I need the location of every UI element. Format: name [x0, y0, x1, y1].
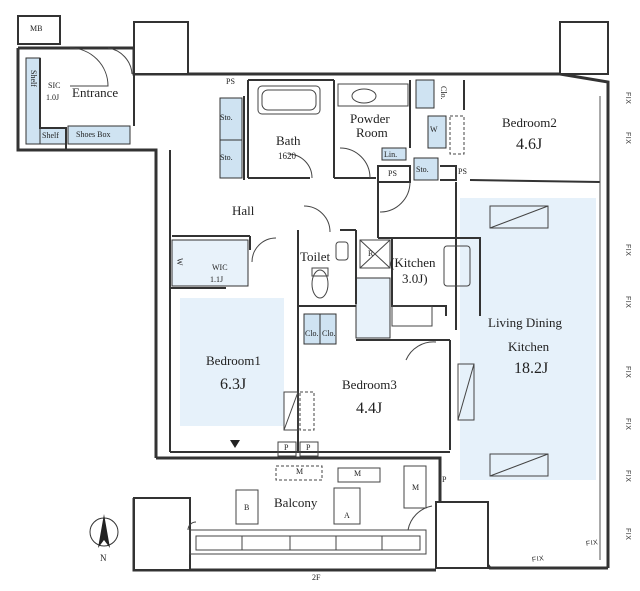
wall-ps-box-2: [440, 165, 457, 181]
mb-box: [17, 15, 61, 45]
kitchen-counter-fill: [355, 277, 391, 339]
fix-label: FIX: [624, 418, 631, 431]
kitchen-label: (Kitchen: [390, 255, 436, 270]
wic-area-label: 1.1J: [210, 275, 224, 284]
bedroom3-area-label: 4.4J: [356, 400, 383, 417]
fridge: [359, 239, 391, 269]
m2-label: M: [354, 469, 362, 478]
r-mark-label: R: [368, 249, 374, 258]
column-top-left: [133, 21, 189, 75]
m3-label: M: [412, 483, 420, 492]
bedroom3-label: Bedroom3: [342, 377, 397, 392]
lin-label: Lin.: [384, 150, 398, 159]
shoes-box-label: Shoes Box: [76, 130, 111, 139]
washbasin: [337, 83, 409, 107]
w-fill: [427, 115, 447, 149]
kitchen-sink: [443, 245, 471, 287]
wall-top-left: [18, 46, 470, 76]
w-mark-label: W: [430, 125, 438, 134]
clo-top-fill: [415, 79, 435, 109]
p3-label: P: [442, 475, 447, 484]
shelf-left-label: Shelf: [28, 70, 38, 87]
fix-label: FIX: [624, 470, 631, 483]
balcony-label: Balcony: [274, 495, 318, 510]
bathtub: [257, 85, 321, 115]
entrance-label: Entrance: [72, 85, 119, 100]
fix-label: FIX: [624, 92, 631, 105]
living-side-window: [457, 363, 475, 421]
sto-2-fill: [219, 139, 243, 179]
bedroom1-fill: [180, 298, 284, 426]
ps-top-label: PS: [226, 77, 235, 86]
wall-sic: [39, 58, 67, 150]
entrance-marker: [230, 440, 240, 448]
sto-1-label: Sto.: [220, 113, 233, 122]
wic-fill: [171, 239, 249, 287]
column-bottom-left: [133, 497, 191, 571]
kitchen-area-label: 3.0J): [402, 271, 428, 286]
column-top-right: [559, 21, 609, 75]
living-label-2: Kitchen: [508, 339, 550, 354]
fix-label: FIX: [624, 528, 631, 541]
bath-size-label: 1620: [278, 151, 296, 161]
b-mark-label: B: [244, 503, 250, 512]
wic-label: WIC: [212, 263, 228, 272]
p2-label: P: [306, 443, 311, 452]
clo-2-fill: [319, 313, 337, 345]
powder-room-label-2: Room: [356, 125, 388, 140]
wall-entrance: [16, 48, 158, 458]
m1-label: M: [296, 467, 304, 476]
bedroom1-label: Bedroom1: [206, 353, 261, 368]
twof-label: 2F: [312, 573, 321, 582]
bath-label: Bath: [276, 133, 301, 148]
sto-3-fill: [413, 157, 439, 181]
living-area-label: 18.2J: [514, 360, 549, 377]
sic-label: SIC: [48, 81, 61, 90]
living-room-fill: [460, 198, 596, 480]
column-bottom-right: [435, 501, 489, 569]
mb-label: MB: [30, 24, 43, 33]
clo-top-label: Clo.: [438, 86, 448, 100]
ps-mid-1-label: PS: [388, 169, 397, 178]
wall-kitchen-top: [378, 237, 481, 316]
fix-label: FIX: [624, 296, 631, 309]
living-window-bottom: [489, 453, 549, 477]
toilet-bowl: [311, 269, 329, 299]
hall-label: Hall: [232, 203, 255, 218]
sto-2-label: Sto.: [220, 153, 233, 162]
north-arrow: [89, 514, 119, 548]
stove: [391, 305, 433, 327]
living-label-1: Living Dining: [488, 315, 563, 330]
wall-bedroom2-bottom: [469, 179, 601, 183]
bedroom2-label: Bedroom2: [502, 115, 557, 130]
clo-2-label: Clo.: [322, 329, 336, 338]
shoes-box-fill: [67, 125, 131, 145]
sic-area-label: 1.0J: [46, 93, 60, 102]
fix-label: FIX: [624, 244, 631, 257]
bedroom2-area-label: 4.6J: [516, 136, 543, 153]
lin-fill: [381, 147, 407, 161]
shelf-small-label: Shelf: [42, 131, 59, 140]
fix-label: FIX: [624, 366, 631, 379]
p1-label: P: [284, 443, 289, 452]
wall-balcony: [156, 456, 442, 502]
bedroom1-area-label: 6.3J: [220, 376, 247, 393]
w-mark-2-label: W: [174, 258, 184, 266]
a-mark-label: A: [344, 511, 350, 520]
balcony-railing: [189, 529, 427, 555]
toilet-label: Toilet: [300, 249, 331, 264]
clo-1-label: Clo.: [305, 329, 319, 338]
fix-label: FIX: [624, 132, 631, 145]
sto-3-label: Sto.: [416, 165, 429, 174]
ps-mid-2-label: PS: [458, 167, 467, 176]
wall-top-right: [470, 72, 610, 568]
north-label: N: [100, 553, 107, 563]
living-window-top: [489, 205, 549, 229]
powder-room-label-1: Powder: [350, 111, 390, 126]
